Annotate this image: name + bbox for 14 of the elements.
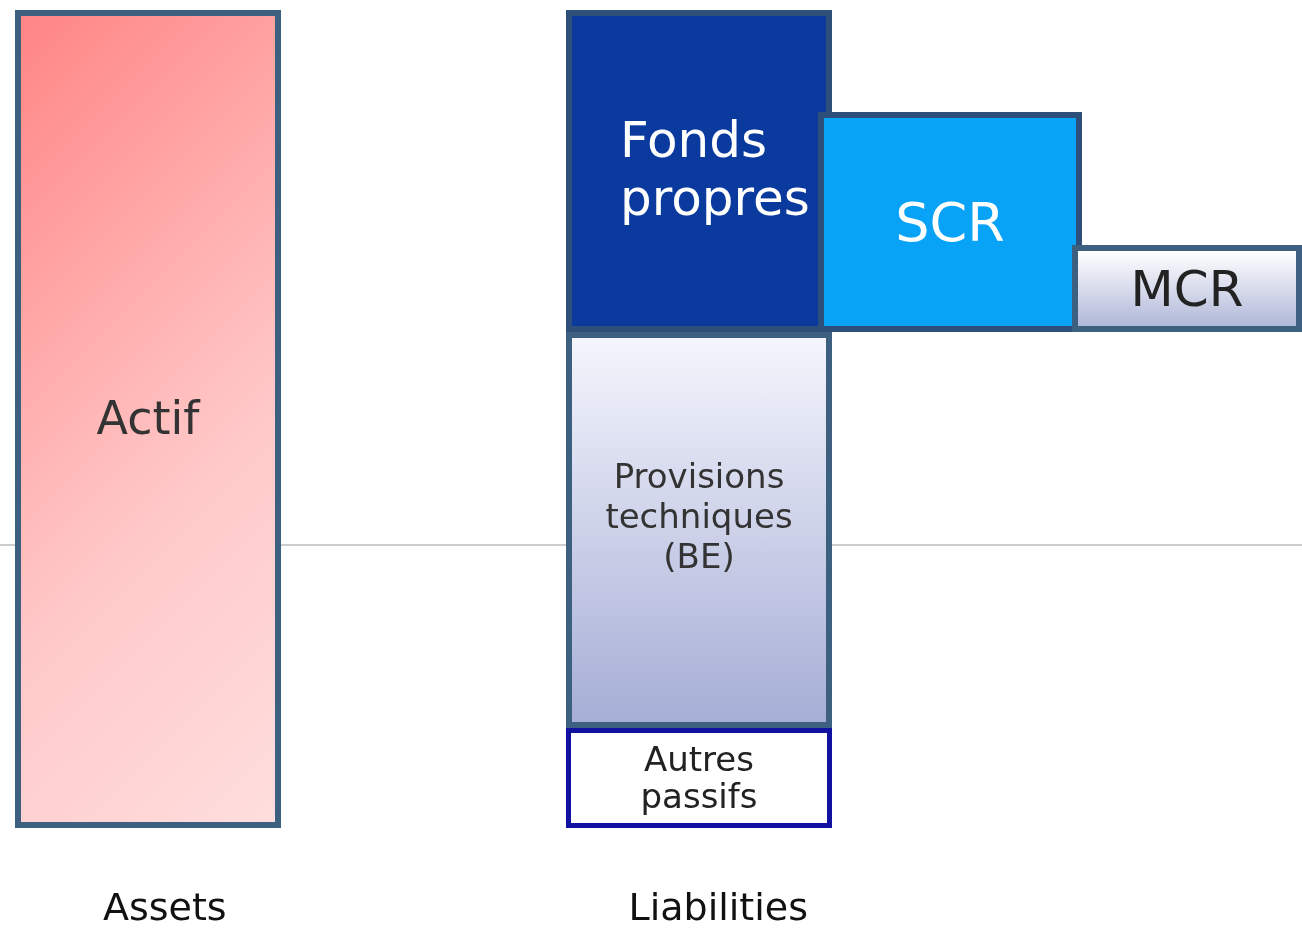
liabilities-block	[566, 728, 832, 828]
block-label: Fonds propres	[620, 111, 811, 227]
equity-block	[566, 10, 832, 332]
block-label: Actif	[96, 391, 200, 445]
block-label: Autres passifs	[639, 740, 759, 816]
column-label: Liabilities	[628, 885, 808, 929]
scr-block	[818, 112, 1082, 332]
provisions-block	[566, 332, 832, 728]
block-label: MCR	[1130, 259, 1244, 318]
block-label: SCR	[895, 190, 1005, 254]
column-label: Assets	[103, 885, 227, 929]
mcr-block	[1072, 245, 1302, 332]
assets-block	[15, 10, 281, 828]
block-label: Provisions techniques (BE)	[604, 456, 794, 576]
